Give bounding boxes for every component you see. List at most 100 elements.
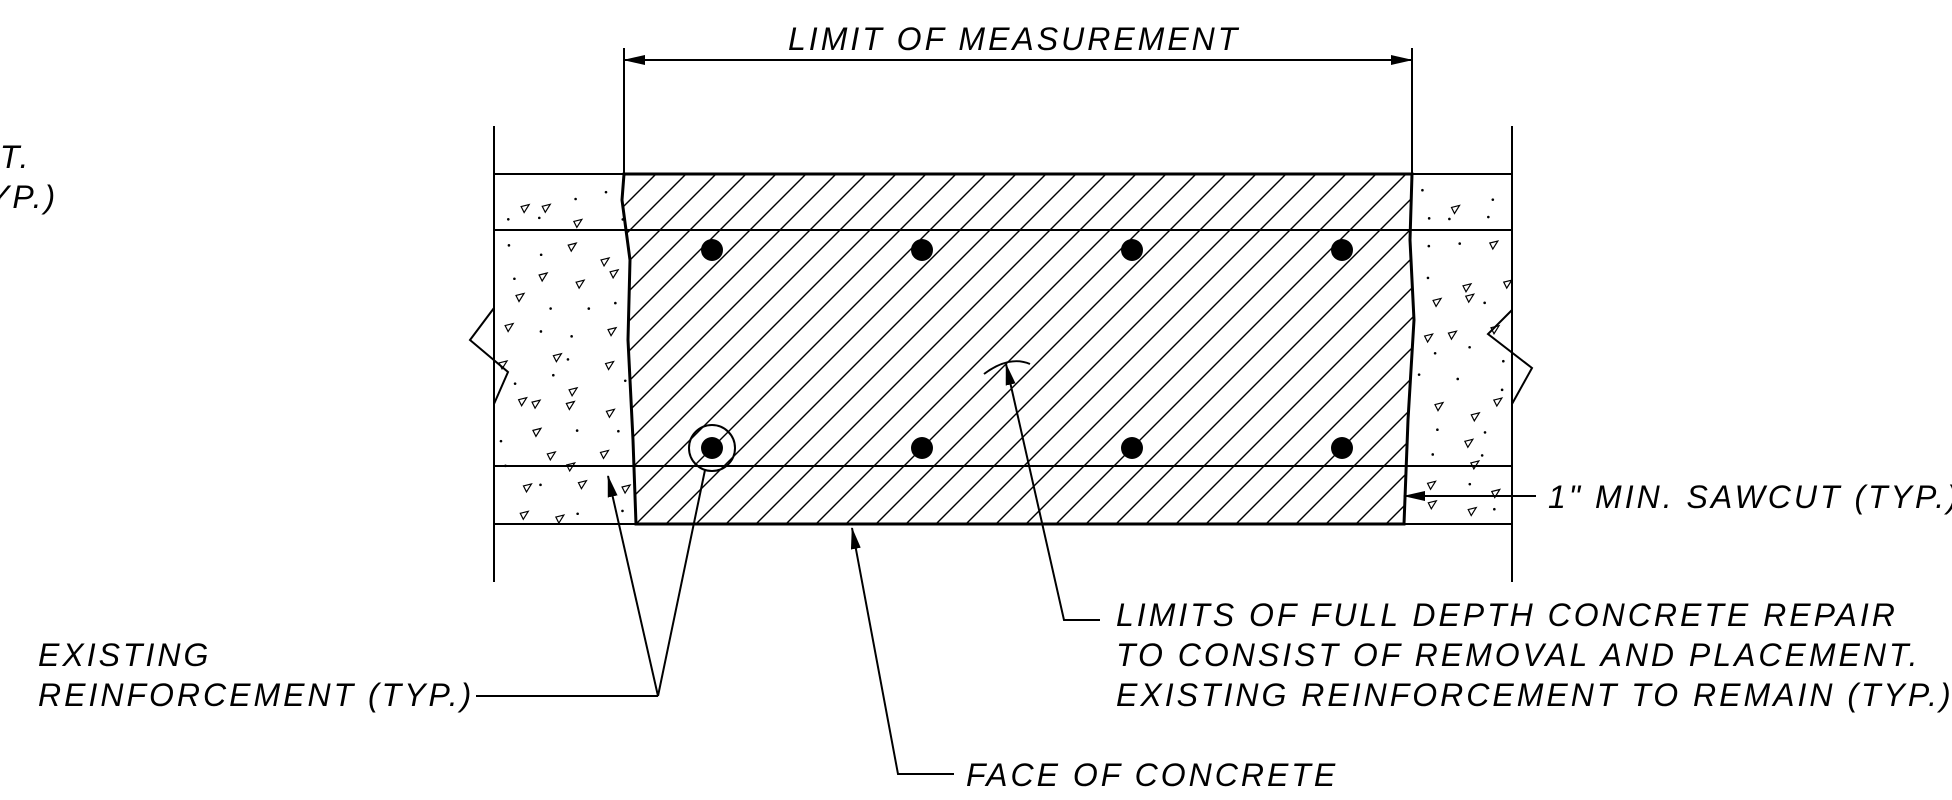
rebar-bottom-2 — [911, 437, 933, 459]
aggregate-mark — [1488, 240, 1500, 251]
aggregate-dot — [1487, 215, 1490, 219]
aggregate-dot — [539, 330, 543, 333]
aggregate-mark — [1469, 459, 1481, 471]
hatch-line — [622, 174, 971, 524]
aggregate-dot — [1468, 482, 1472, 486]
existing-label-line-2: REINFORCEMENT (TYP.) — [38, 677, 474, 713]
hatch-line — [1099, 174, 1414, 524]
left-existing-concrete — [468, 126, 636, 582]
hatch-line — [889, 174, 1271, 524]
hatch-line — [622, 174, 701, 524]
hatch-line — [622, 174, 731, 524]
aggregate-dot — [513, 277, 516, 281]
hatch-line — [1069, 174, 1414, 524]
aggregate-mark — [621, 484, 632, 495]
aggregate-mark — [504, 322, 515, 333]
aggregate-mark — [546, 450, 557, 462]
hatch-line — [769, 174, 1151, 524]
aggregate-dot — [1500, 388, 1504, 392]
repair-label-line-1: LIMITS OF FULL DEPTH CONCRETE REPAIR — [1116, 597, 1898, 633]
aggregate-dot — [1480, 454, 1484, 457]
aggregate-mark — [609, 268, 620, 280]
rebar-top-2 — [911, 239, 933, 261]
aggregate-dot — [623, 379, 627, 383]
aggregate-dot — [1431, 453, 1435, 456]
aggregate-dot — [1436, 428, 1439, 432]
hatch-line — [622, 174, 941, 524]
aggregate-dot — [537, 216, 541, 220]
existing-reinforcement-callout: EXISTING REINFORCEMENT (TYP.) — [38, 469, 706, 713]
aggregate-dot — [1427, 244, 1431, 248]
rebar-top-3 — [1121, 239, 1143, 261]
rebar-bottom-4 — [1331, 437, 1353, 459]
aggregate-dot — [576, 512, 579, 516]
hatch-line — [979, 174, 1361, 524]
hatch-line — [622, 174, 761, 524]
aggregate-mark — [1502, 279, 1512, 290]
aggregate-dot — [1426, 276, 1430, 280]
aggregate-mark — [1462, 282, 1473, 294]
aggregate-mark — [552, 352, 563, 363]
rebar-bottom-1 — [701, 437, 723, 459]
aggregate-mark — [568, 386, 579, 397]
aggregate-mark — [607, 326, 618, 337]
existing-label-line-1: EXISTING — [38, 637, 211, 673]
partial-label-line-1: IT. — [0, 139, 31, 175]
hatch-line — [1009, 174, 1391, 524]
hatch-line — [919, 174, 1301, 524]
aggregate-dot — [621, 509, 624, 513]
repair-limits-callout: LIMITS OF FULL DEPTH CONCRETE REPAIR TO … — [983, 360, 1951, 713]
aggregate-dot — [1458, 242, 1462, 245]
hatch-line — [622, 174, 641, 524]
aggregate-mark — [604, 360, 615, 371]
hatch-line — [200, 160, 580, 540]
aggregate-dot — [1456, 377, 1460, 381]
hatch-line — [622, 174, 791, 524]
aggregate-mark — [565, 400, 576, 411]
hatch-line — [709, 174, 1091, 524]
right-existing-concrete — [1404, 126, 1534, 582]
aggregate-dot — [617, 429, 620, 433]
repair-hatch-pattern — [200, 160, 1414, 540]
aggregate-mark — [1434, 401, 1445, 412]
aggregate-dot — [614, 301, 617, 305]
sawcut-label: 1" MIN. SAWCUT (TYP.) — [1548, 479, 1952, 515]
aggregate-mark — [1492, 397, 1504, 408]
hatch-line — [649, 174, 1031, 524]
aggregate-mark — [515, 292, 526, 303]
aggregate-dot — [499, 439, 503, 443]
aggregate-mark — [1467, 506, 1478, 517]
partial-label-line-2: YP.) — [0, 179, 58, 215]
aggregate-dot — [539, 253, 543, 257]
rebar-top-4 — [1331, 239, 1353, 261]
aggregate-dot — [1433, 351, 1437, 355]
limit-of-measurement-dimension: LIMIT OF MEASUREMENT — [623, 21, 1413, 65]
aggregate-mark — [575, 279, 586, 290]
hatch-line — [829, 174, 1211, 524]
aggregate-dot — [604, 190, 608, 194]
limit-of-measurement-label: LIMIT OF MEASUREMENT — [788, 21, 1240, 57]
aggregate-mark — [554, 514, 566, 524]
aggregate-mark — [1447, 330, 1458, 341]
aggregate-mark — [1463, 438, 1475, 449]
hatch-line — [622, 174, 671, 524]
hatch-line — [622, 174, 1001, 524]
aggregate-mark — [577, 479, 588, 490]
aggregate-dot — [539, 483, 542, 487]
aggregate-mark — [599, 449, 610, 460]
aggregate-mark — [1423, 333, 1434, 344]
aggregate-dot — [1421, 188, 1424, 192]
right-break-line — [1486, 309, 1534, 405]
aggregate-mark — [1464, 293, 1476, 304]
repair-label-line-2: TO CONSIST OF REMOVAL AND PLACEMENT. — [1116, 637, 1920, 673]
aggregate-dot — [587, 307, 591, 310]
rebar-bottom-1-ring — [688, 424, 736, 472]
hatch-line — [1039, 174, 1414, 524]
hatch-line — [622, 174, 881, 524]
hatch-line — [739, 174, 1121, 524]
aggregate-mark — [572, 218, 584, 229]
aggregate-dot — [575, 429, 579, 432]
aggregate-dot — [1417, 373, 1421, 376]
hatch-line — [1219, 174, 1414, 524]
